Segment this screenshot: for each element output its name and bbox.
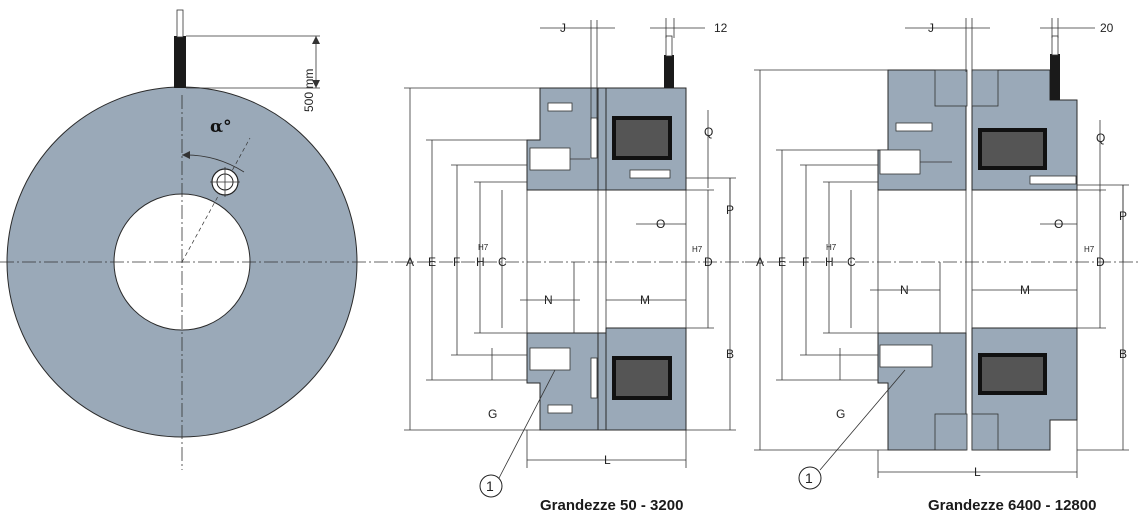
dimension-label: H7 — [1084, 245, 1095, 254]
large-section-view: 1 A E F H H7 C D H7 B G J 20 Q P O N M L… — [745, 18, 1138, 514]
dimension-label: M — [640, 293, 650, 307]
dimension-label: 20 — [1100, 21, 1114, 35]
dimension-label: J — [928, 21, 934, 35]
dimension-label: B — [1119, 347, 1127, 361]
dimension-label: O — [656, 217, 665, 231]
dimension-label: G — [836, 407, 845, 421]
small-section-view: 1 A E F H H7 C D H7 B G J 12 Q P O N M L… — [395, 18, 745, 514]
angle-label: α° — [210, 117, 232, 137]
dimension-label: J — [560, 21, 566, 35]
callout-circle-large — [798, 466, 822, 490]
dimension-label: 12 — [714, 21, 728, 35]
dimension-label: N — [544, 293, 553, 307]
cable-wire — [176, 9, 184, 38]
dimension-label: L — [974, 465, 981, 479]
callout-number-large: 1 — [805, 470, 813, 486]
dimension-label: H7 — [826, 243, 837, 252]
dimension-label: D — [1096, 255, 1105, 269]
large-view-title: Grandezze 6400 - 12800 — [928, 497, 1096, 514]
dimension-label: C — [498, 255, 507, 269]
small-view-title: Grandezze 50 - 3200 — [540, 497, 683, 514]
dimension-label: P — [726, 203, 734, 217]
dimension-label: Q — [704, 125, 713, 139]
dimension-label: A — [756, 255, 764, 269]
front-view: 500 mm α° — [0, 9, 395, 470]
dimension-label: M — [1020, 283, 1030, 297]
dimension-label: N — [900, 283, 909, 297]
dimension-label: G — [488, 407, 497, 421]
dimension-label: F — [453, 255, 460, 269]
dimension-label: B — [726, 347, 734, 361]
dimension-label: H7 — [692, 245, 703, 254]
dimension-label: Q — [1096, 131, 1105, 145]
cable — [174, 36, 186, 88]
dimension-label: H — [476, 255, 485, 269]
dimension-label: D — [704, 255, 713, 269]
callout-circle-small — [479, 474, 503, 498]
callout-number-small: 1 — [486, 478, 494, 494]
dimension-label: C — [847, 255, 856, 269]
dimension-label: E — [428, 255, 436, 269]
dimension-label: H — [825, 255, 834, 269]
dimension-label: O — [1054, 217, 1063, 231]
dimension-label: A — [406, 255, 414, 269]
dimension-label: E — [778, 255, 786, 269]
cable-length-label: 500 mm — [302, 69, 316, 112]
dimension-label: L — [604, 453, 611, 467]
dimension-label: F — [802, 255, 809, 269]
dimension-label: H7 — [478, 243, 489, 252]
dimension-label: P — [1119, 209, 1127, 223]
